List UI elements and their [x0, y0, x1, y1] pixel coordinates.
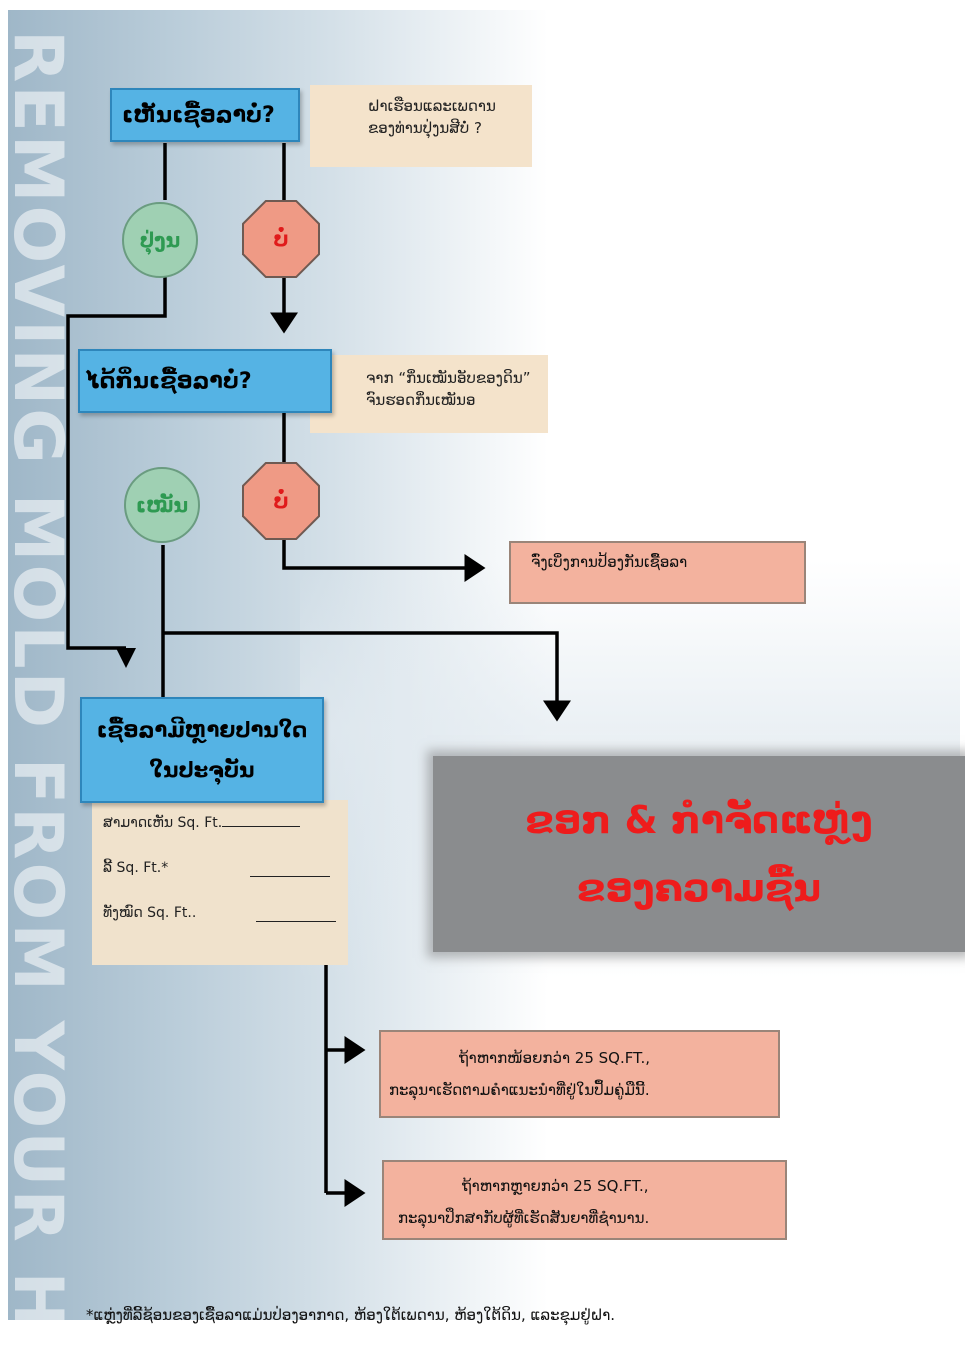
question-label: ໃນປະຈຸບັນ — [149, 758, 255, 782]
note-musty-odor: ຈາກ “ກິ່ນເໝັນອັບຂອງດິນ” ຈົນຮອດກິ່ນເໝັນອ — [310, 355, 548, 433]
field-total-area: ທັງໝົດ Sq. Ft.. — [103, 905, 196, 921]
action-line: ຂອງຄວາມຊື້ນ — [576, 866, 822, 910]
field-blank[interactable] — [250, 860, 330, 877]
field-label: ສາມາດເຫັນ Sq. Ft. — [103, 815, 223, 831]
no-label: ບໍ່ — [273, 227, 289, 251]
outcome-small-area: ຖ້າຫາກໜ້ອຍກວ່າ 25 SQ.FT., ກະລຸນາເຮັດຕາມຄ… — [379, 1030, 780, 1118]
footnote: *ແຫຼ່ງທີ່ລີ້ຊ້ອນຂອງເຊື້ອລາແມ່ນປ່ອງອາກາດ,… — [86, 1306, 616, 1324]
outcome-large-area: ຖ້າຫາກຫຼາຍກວ່າ 25 SQ.FT., ກະລຸນາປຶກສາກັບ… — [382, 1160, 787, 1240]
field-label: ທັງໝົດ Sq. Ft.. — [103, 905, 197, 921]
field-hidden-area: ລີ້ Sq. Ft.* — [103, 860, 168, 876]
prevention-box: ຈົ່ງເບິ່ງການປ້ອງກັນເຊື້ອລາ — [509, 541, 806, 604]
note-line: ຈາກ “ກິ່ນເໝັນອັບຂອງດິນ” — [366, 369, 531, 387]
outcome-line: ຖ້າຫາກໜ້ອຍກວ່າ 25 SQ.FT., — [459, 1049, 651, 1067]
yes-circle-smell: ເໝັນ — [124, 467, 200, 543]
outcome-line: ກະລຸນາປຶກສາກັບຜູ້ທີ່ເຮັດສັນຍາທີ່ຊຳນານ. — [398, 1209, 650, 1227]
outcome-line: ຖ້າຫາກຫຼາຍກວ່າ 25 SQ.FT., — [462, 1177, 649, 1195]
yes-circle-discolored: ປຸ່ງນ — [122, 202, 198, 278]
question-smell-mold: ໄດ້ກິ່ນເຊື້ອລາບໍ່? — [78, 349, 332, 413]
field-blank[interactable] — [256, 905, 336, 922]
no-label: ບໍ່ — [273, 489, 289, 513]
question-label: ເຫັນເຊື້ອລາບໍ່? — [122, 102, 275, 128]
question-label: ໄດ້ກິ່ນເຊື້ອລາບໍ່? — [86, 368, 252, 394]
note-line: ຂອງທ່ານປຸ່ງນສີບໍ່ ? — [368, 119, 482, 137]
field-visible-area: ສາມາດເຫັນ Sq. Ft. — [103, 815, 301, 831]
note-line: ຝາເຮືອນແລະເພດານ — [368, 97, 496, 115]
fields-background — [92, 800, 348, 965]
no-octagon: ບໍ່ — [242, 462, 320, 540]
note-walls-ceilings: ຝາເຮືອນແລະເພດານ ຂອງທ່ານປຸ່ງນສີບໍ່ ? — [310, 85, 532, 167]
field-blank[interactable] — [222, 826, 301, 827]
note-line: ຈົນຮອດກິ່ນເໝັນອ — [366, 391, 476, 409]
outcome-line: ກະລຸນາເຮັດຕາມຄຳແນະນຳທີ່ຢູ່ໃນປຶ້ມຄູ່ມືນີ້… — [389, 1081, 650, 1099]
yes-label: ປຸ່ງນ — [139, 228, 181, 252]
action-line: ຂອກ & ກຳຈັດແຫຼ່ງ — [525, 798, 873, 842]
action-box-remove-moisture: ຂອກ & ກຳຈັດແຫຼ່ງ ຂອງຄວາມຊື້ນ — [433, 756, 965, 952]
prevention-text: ຈົ່ງເບິ່ງການປ້ອງກັນເຊື້ອລາ — [531, 553, 688, 571]
question-see-mold: ເຫັນເຊື້ອລາບໍ່? — [110, 88, 300, 142]
question-label: ເຊື້ອລາມີຫຼາຍປານໃດ — [96, 718, 308, 742]
field-label: ລີ້ Sq. Ft.* — [103, 860, 169, 876]
no-octagon: ບໍ່ — [242, 200, 320, 278]
yes-label: ເໝັນ — [135, 493, 189, 517]
question-how-much-mold: ເຊື້ອລາມີຫຼາຍປານໃດ ໃນປະຈຸບັນ — [80, 697, 324, 803]
